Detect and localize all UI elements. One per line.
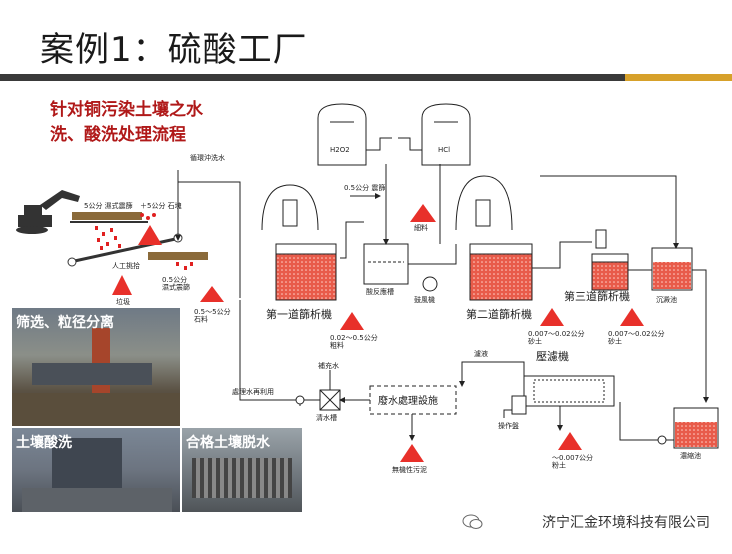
label-wastewater: 廢水處理設施	[378, 394, 438, 407]
label-filter-press: 壓濾機	[536, 349, 569, 363]
photo-label: 筛选、粒径分离	[16, 315, 114, 331]
label-coarse: 0.02～0.5公分粗料	[330, 333, 378, 350]
reaction-tank	[363, 243, 409, 285]
pump-icon	[295, 395, 305, 405]
label-recycle-water: 處理水再利用	[232, 387, 274, 396]
title-rule-accent	[625, 74, 732, 81]
photo-screening: 筛选、粒径分离	[12, 308, 180, 426]
label-screen-05-top: 0.5公分 震篩	[344, 183, 385, 192]
clean-water-tank	[319, 389, 341, 411]
pile-large-gravel	[138, 225, 162, 245]
pile-fines	[558, 432, 582, 450]
pile-waste	[112, 275, 132, 295]
second-sieve-machine	[455, 175, 533, 301]
label-sep-tank: 酸反應槽	[366, 287, 394, 296]
wechat-icon	[462, 514, 483, 529]
label-chem-rinse: 循環沖洗水	[190, 153, 225, 162]
label-thickener: 濃縮池	[680, 451, 701, 460]
subtitle-line-1: 针对铜污染土壤之水	[50, 100, 203, 120]
screen-5cm	[70, 212, 148, 223]
label-screen-5cm: 5公分 濕式震篩	[84, 201, 133, 210]
label-hcl: HCl	[438, 146, 450, 154]
pile-fine	[410, 204, 436, 222]
subtitle-line-2: 洗、酸洗处理流程	[50, 125, 186, 145]
filter-press	[511, 375, 615, 415]
thickener-tank	[673, 407, 719, 449]
label-makeup-water: 補充水	[318, 361, 339, 370]
third-sieve-machine	[591, 229, 629, 291]
pile-gravel	[200, 286, 224, 302]
gravel-pile	[140, 213, 156, 220]
first-sieve-machine	[261, 184, 337, 301]
label-console: 操作盤	[498, 421, 519, 430]
pile-coarse	[340, 312, 364, 330]
photo-acid-wash: 土壤酸洗	[12, 428, 180, 512]
label-fine-material: 細料	[414, 223, 428, 232]
label-settling-tank: 沉澱池	[656, 295, 677, 304]
falling-soil	[95, 226, 121, 250]
pile-sand-2	[620, 308, 644, 326]
label-h2o2: H2O2	[330, 146, 350, 154]
photo-label: 土壤酸洗	[16, 435, 72, 451]
label-second-sieve: 第二道篩析機	[466, 307, 532, 321]
label-gravel-05-5: 0.5～5公分石料	[194, 307, 231, 324]
page-title: 案例1：硫酸工厂	[40, 30, 308, 70]
label-blower: 鼓風機	[414, 295, 435, 304]
excavator-icon	[16, 190, 80, 234]
label-screen-05cm: 0.5公分濕式震篩	[162, 275, 190, 292]
photo-label: 合格土壤脱水	[186, 435, 270, 451]
footer-company: 济宁汇金环境科技有限公司	[542, 515, 710, 531]
pile-sand-1	[540, 308, 564, 326]
pump-icon	[657, 435, 667, 445]
label-clean-tank: 清水槽	[316, 413, 337, 422]
flow-line	[177, 170, 241, 298]
label-sand-2: 0.007～0.02公分砂土	[608, 329, 665, 346]
label-sand-1: 0.007～0.02公分砂土	[528, 329, 585, 346]
label-manual-pick: 人工挑拾	[112, 261, 140, 270]
hcl-tank	[421, 103, 471, 166]
label-sludge: 無機性污泥	[392, 465, 427, 474]
photo-dewatering: 合格土壤脱水	[182, 428, 302, 512]
title-rule	[0, 74, 625, 81]
label-filtrate: 濾液	[474, 349, 488, 358]
settling-tank	[651, 247, 693, 291]
pile-sludge	[400, 444, 424, 462]
screen-05cm	[148, 252, 208, 260]
label-third-sieve: 第三道篩析機	[564, 289, 630, 303]
label-waste: 垃圾	[116, 297, 130, 306]
h2o2-tank	[317, 103, 367, 166]
blower-icon	[422, 276, 438, 292]
label-gravel-5cm: ＋5公分 石塊	[140, 201, 182, 210]
label-first-sieve: 第一道篩析機	[266, 307, 332, 321]
label-fines: ～0.007公分粉土	[552, 453, 593, 470]
